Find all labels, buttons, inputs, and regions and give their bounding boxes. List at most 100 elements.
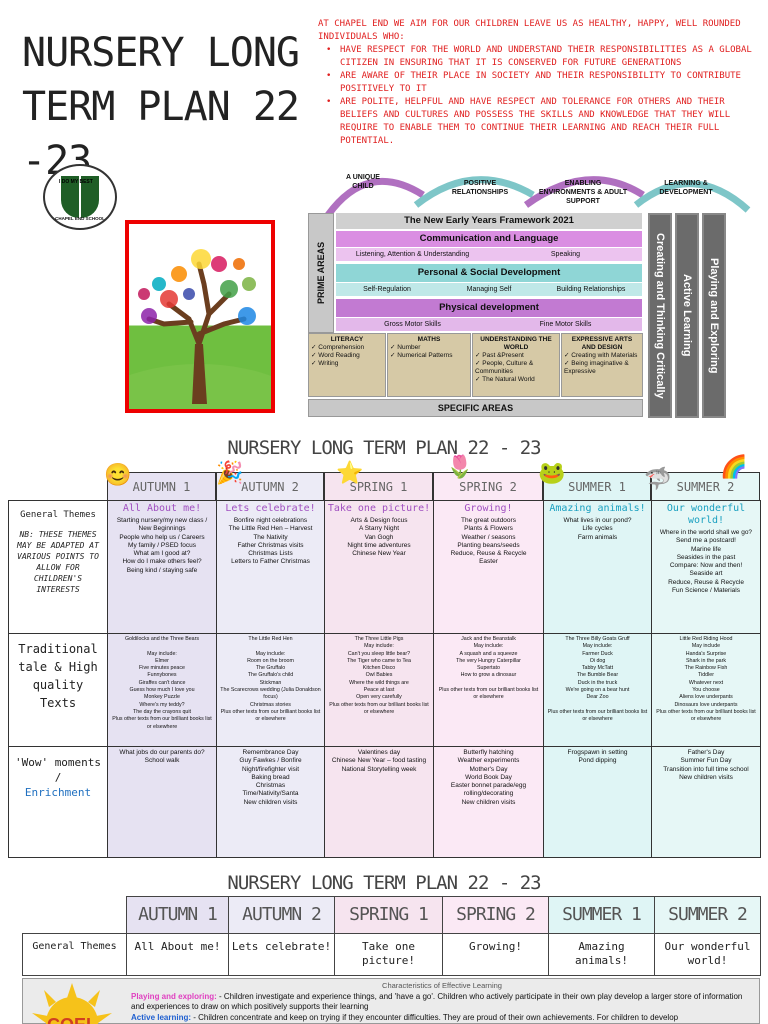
cell-wow: Remembrance Day Guy Fawkes / Bonfire Nig… <box>216 746 325 858</box>
sun-icon: COEL <box>32 983 112 1024</box>
specific-area-utw: UNDERSTANDING THE WORLD ✓ Past &Present … <box>472 333 560 397</box>
coel-text: - Children concentrate and keep on tryin… <box>191 1012 679 1022</box>
cell-wow: What jobs do our parents do? School walk <box>107 746 217 858</box>
cell-text: Arts & Design focus A Starry Night Van G… <box>347 517 411 558</box>
coel-active: Active learning: - Children concentrate … <box>131 1013 753 1024</box>
shark-icon: 🦈 <box>644 466 672 491</box>
coel-badge: COEL <box>22 978 122 1024</box>
arrow-label: A UNIQUE CHILD <box>346 174 380 190</box>
specific-area-ead: EXPRESSIVE ARTS AND DESIGN ✓ Creating wi… <box>561 333 643 397</box>
cell-general: Amazing animals! What lives in our pond? … <box>543 500 652 634</box>
row-header-general: General Themes <box>22 933 127 976</box>
empty-cell <box>22 896 127 934</box>
page-title: NURSERY LONG TERM PLAN 22 -23 <box>22 30 300 184</box>
cell-text: Remembrance Day Guy Fawkes / Bonfire Nig… <box>239 749 302 806</box>
psed-subs: Self-Regulation Managing Self Building R… <box>336 283 642 296</box>
plan-title: NURSERY LONG TERM PLAN 22 - 23 <box>227 872 541 894</box>
table-row: 'Wow' moments / Enrichment What jobs do … <box>8 746 761 858</box>
term-header-summer-2: SUMMER 2 <box>651 472 760 500</box>
long-term-plan-table-2: AUTUMN 1 AUTUMN 2 SPRING 1 SPRING 2 SUMM… <box>22 896 761 976</box>
frog-icon: 🐸 <box>538 460 566 485</box>
school-aims: AT CHAPEL END WE AIM FOR OUR CHILDREN LE… <box>318 18 758 148</box>
prime-areas-label: PRIME AREAS <box>308 213 334 333</box>
cell-tales: Little Red Riding Hood May include Handa… <box>651 633 761 747</box>
specific-item: ✓ People, Culture & Communities <box>475 360 534 375</box>
cell-general: All About me!Starting nursery/my new cla… <box>107 500 217 634</box>
coel-column: Creating and Thinking Critically <box>648 213 672 418</box>
sub-area: Speaking <box>550 251 581 258</box>
specific-area-literacy: LITERACY ✓ Comprehension ✓ Word Reading … <box>308 333 386 397</box>
specific-area-maths: MATHS ✓ Number ✓ Numerical Patterns <box>387 333 471 397</box>
comm-subs: Listening, Attention & Understanding Spe… <box>336 248 642 261</box>
cell-tales: The Little Red Hen May include: Room on … <box>216 633 325 747</box>
shield-icon <box>61 176 99 218</box>
term-header: SUMMER 1 <box>548 896 655 934</box>
cell-text: Frogspawn in setting Pond dipping <box>567 749 628 765</box>
sub-area: Building Relationships <box>556 286 626 293</box>
cell-wow: Valentines day Chinese New Year – food t… <box>324 746 434 858</box>
specific-item: ✓ Being imaginative & Expressive <box>564 360 629 375</box>
theme-label: Growing! <box>464 503 513 514</box>
theme-label: Our wonderful world! <box>666 503 746 526</box>
theme-label: Amazing animals! <box>549 503 646 514</box>
coel-column: Active Learning <box>675 213 699 418</box>
cell-wow: Frogspawn in setting Pond dipping <box>543 746 652 858</box>
term-header-autumn-2: AUTUMN 2 <box>216 472 324 500</box>
cell-wow: Butterfly hatching Weather experiments M… <box>433 746 544 858</box>
row-header-label: 'Wow' moments / <box>14 756 102 784</box>
physical-subs: Gross Motor Skills Fine Motor Skills <box>336 318 642 331</box>
specific-areas-label: SPECIFIC AREAS <box>308 399 643 417</box>
cell-tales: The Three Billy Goats Gruff May include:… <box>543 633 652 747</box>
cell-text: The Three Billy Goats Gruff May include:… <box>547 636 648 723</box>
tree-icon <box>129 249 271 409</box>
arrow-label: LEARNING & DEVELOPMENT <box>659 180 713 196</box>
theme-label: All About me! <box>122 503 202 514</box>
flower-icon: 🌷 <box>446 454 474 479</box>
cell-text: Little Red Riding Hood May include Handa… <box>656 636 756 723</box>
specific-item: ✓ Numerical Patterns <box>390 352 453 359</box>
comm-language-bar: Communication and Language <box>336 231 642 247</box>
table-row: AUTUMN 1 AUTUMN 2 SPRING 1 SPRING 2 SUMM… <box>22 896 761 934</box>
specific-item: ✓ Comprehension <box>311 344 365 351</box>
specific-item: ✓ The Natural World <box>475 376 535 383</box>
specific-item: ✓ Word Reading <box>311 352 360 359</box>
cell-text: Where in the world shall we go? Send me … <box>659 529 753 595</box>
coel-panel: Characteristics of Effective Learning Pl… <box>22 978 760 1024</box>
cell-general: Lets celebrate!Bonfire night celebration… <box>216 500 325 634</box>
specific-item: ✓ Past &Present <box>475 352 524 359</box>
cell-tales: Jack and the Beanstalk May include: A sq… <box>433 633 544 747</box>
arrow-label: POSITIVE RELATIONSHIPS <box>451 180 509 196</box>
term-header-spring-2: SPRING 2 <box>433 472 543 500</box>
specific-area-title: EXPRESSIVE ARTS AND DESIGN <box>571 336 633 351</box>
term-header: SPRING 1 <box>334 896 443 934</box>
theme-cell: Take one picture! <box>334 933 443 976</box>
cell-tales: The Three Little Pigs May include: Can't… <box>324 633 434 747</box>
coel-label: Playing and exploring: <box>131 991 217 1001</box>
coel-playing: Playing and exploring: - Children invest… <box>131 992 753 1013</box>
cell-general: Growing!The great outdoors Plants & Flow… <box>433 500 544 634</box>
specific-item: ✓ Writing <box>311 360 339 367</box>
cell-text: The Little Red Hen May include: Room on … <box>220 636 321 723</box>
logo-motto: I DO MY BEST <box>59 179 93 185</box>
cell-text: The Three Little Pigs May include: Can't… <box>329 636 429 715</box>
physical-bar: Physical development <box>336 299 642 317</box>
term-header-autumn-1: AUTUMN 1 <box>107 472 216 500</box>
arrow-label: ENABLING ENVIRONMENTS & ADULT SUPPORT <box>538 180 628 205</box>
coel-text: - Children investigate and experience th… <box>131 991 743 1012</box>
theme-cell: Growing! <box>442 933 549 976</box>
aims-item: ARE AWARE OF THEIR PLACE IN SOCIETY AND … <box>326 70 758 96</box>
term-header: AUTUMN 2 <box>228 896 335 934</box>
cell-text: Butterfly hatching Weather experiments M… <box>450 749 527 806</box>
row-header-label: General Themes <box>20 510 96 520</box>
plan-title: NURSERY LONG TERM PLAN 22 - 23 <box>227 437 541 459</box>
specific-item: ✓ Creating with Materials <box>564 352 638 359</box>
cell-text: What lives in our pond? Life cycles Farm… <box>563 517 632 541</box>
theme-cell: Lets celebrate! <box>228 933 335 976</box>
long-term-plan-table: General Themes NB: THESE THEMES MAY BE A… <box>8 500 761 858</box>
cell-text: Goldilocks and the Three Bears May inclu… <box>112 636 212 730</box>
specific-item: ✓ Number <box>390 344 421 351</box>
sub-area: Listening, Attention & Understanding <box>355 251 470 258</box>
specific-area-title: LITERACY <box>330 336 364 343</box>
row-header-general: General Themes NB: THESE THEMES MAY BE A… <box>8 500 108 634</box>
sub-area: Managing Self <box>466 286 512 293</box>
